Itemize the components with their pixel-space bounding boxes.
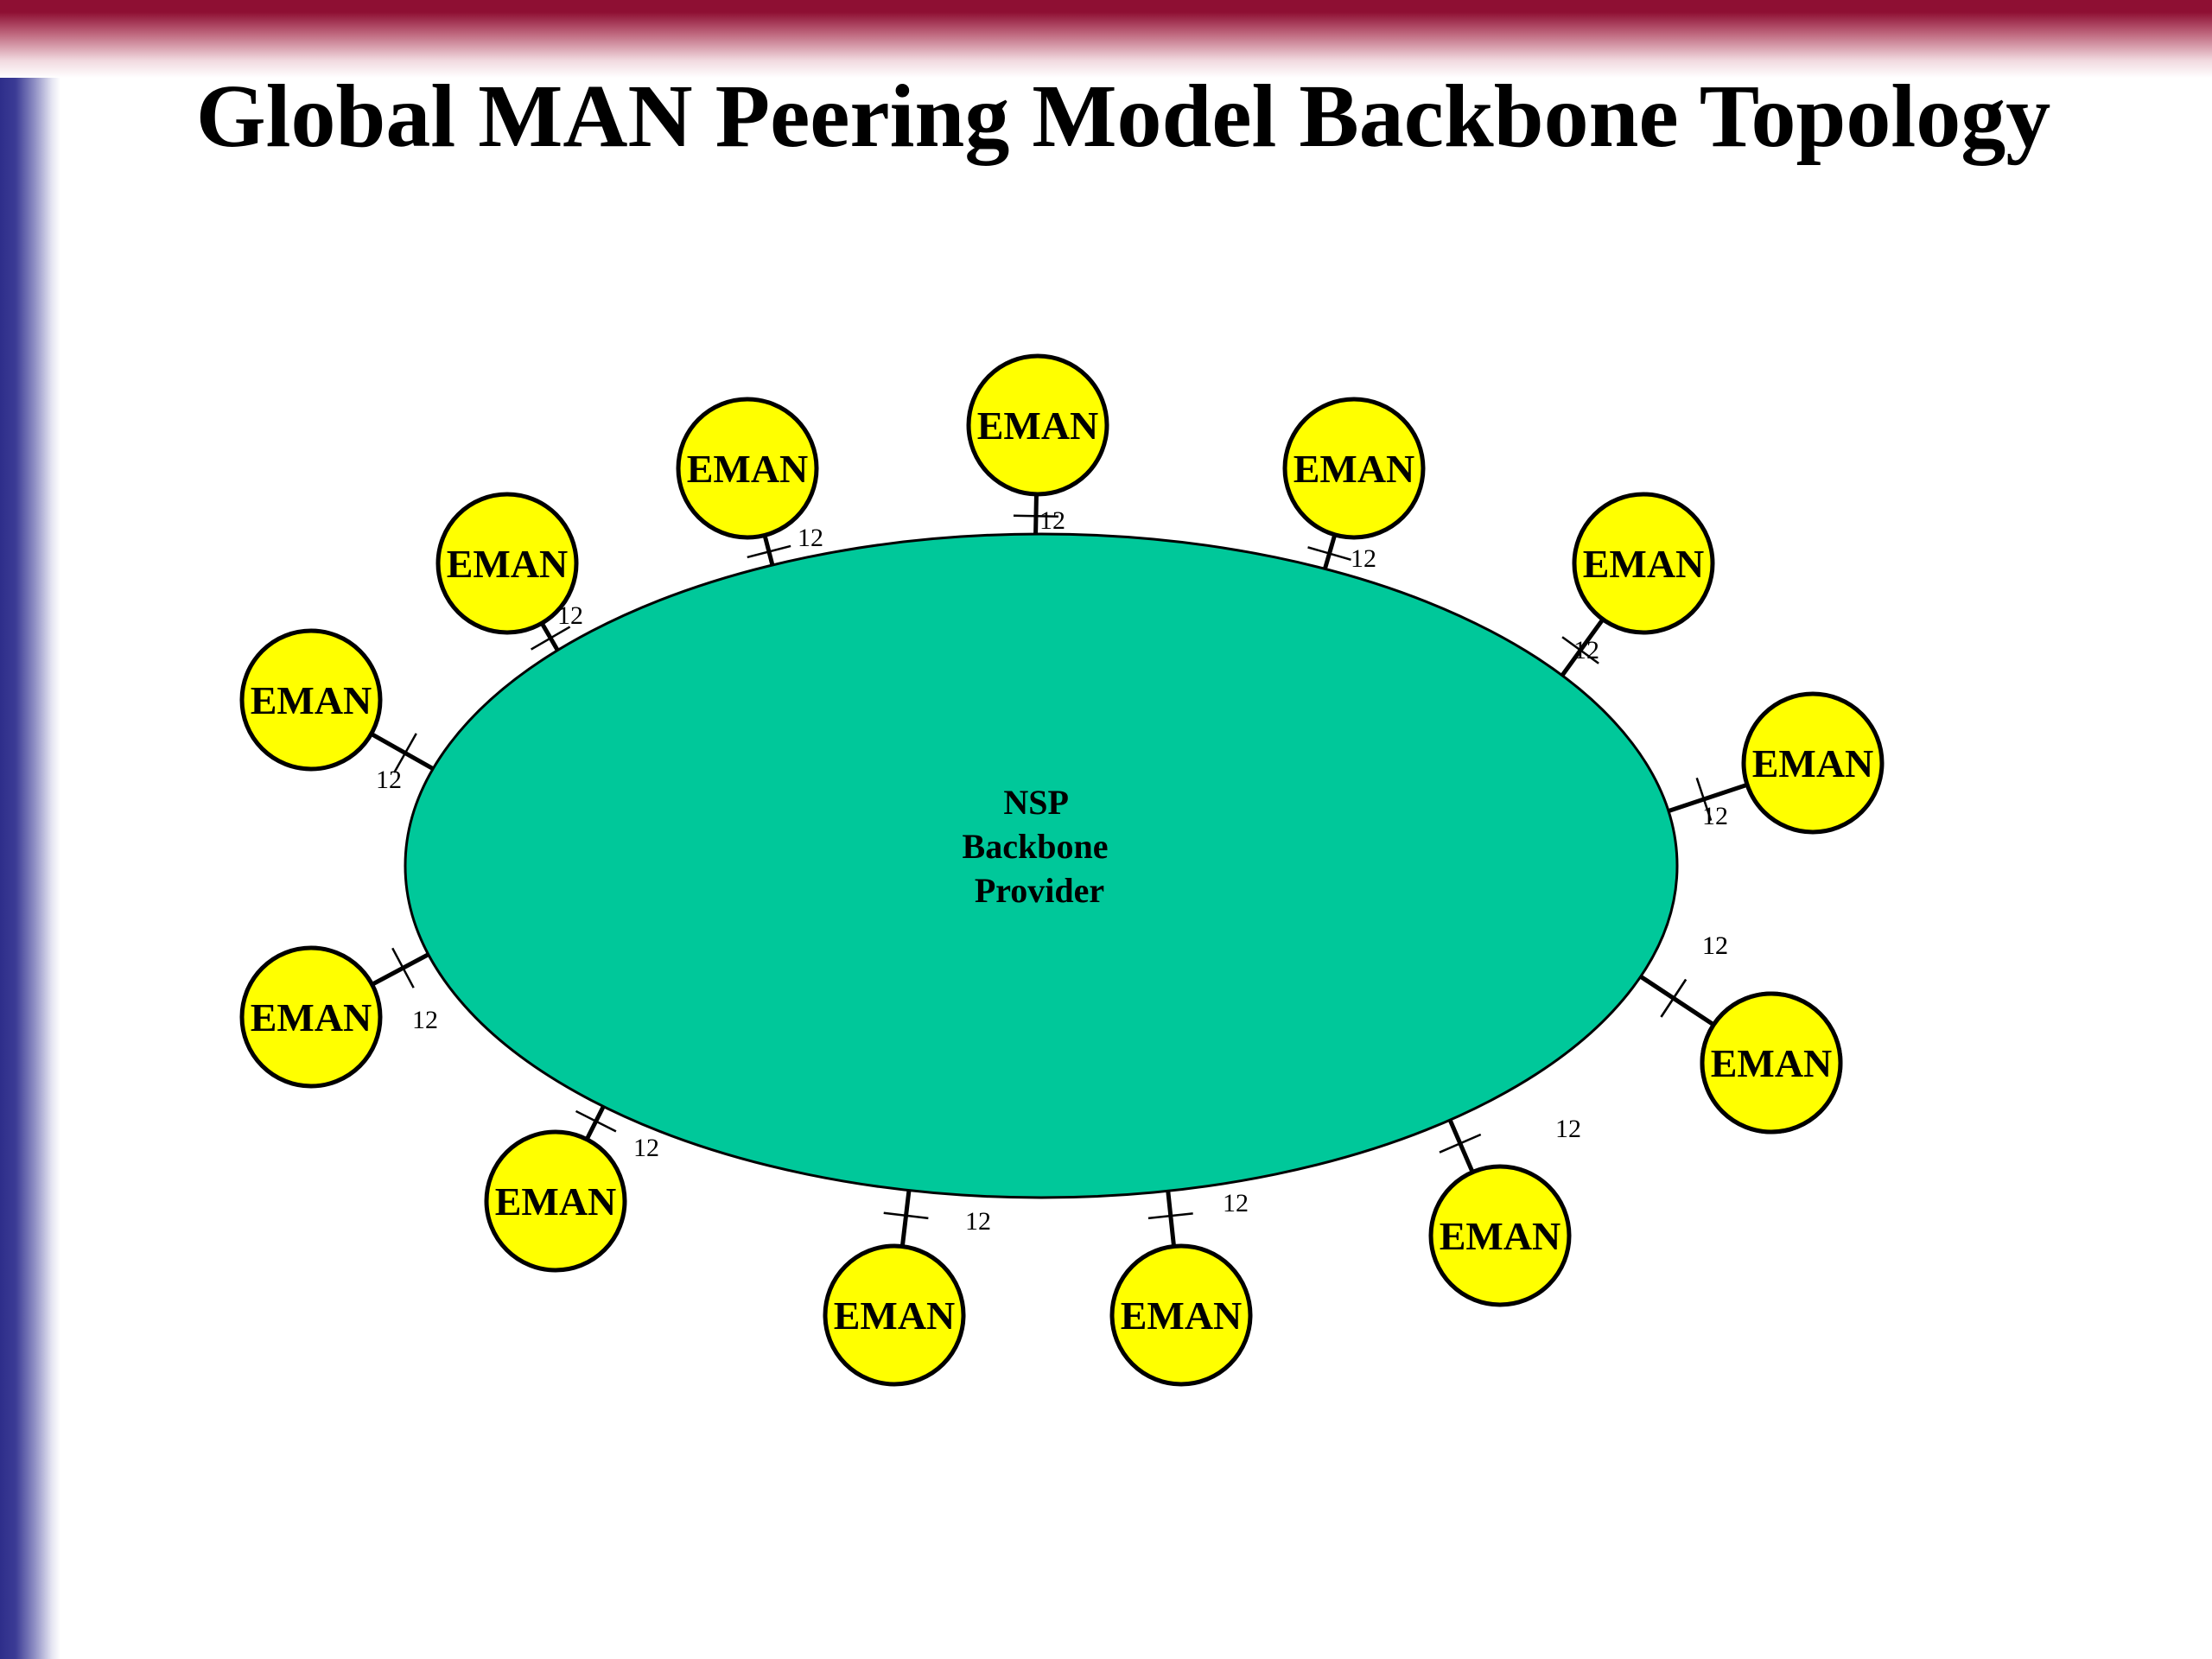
nodes-layer: EMAN EMAN EMAN EMAN EMAN EMAN EMAN EMAN EMAN EMAN… [239, 353, 1885, 1387]
backbone-label-line-3: Provider [975, 871, 1104, 910]
link-tick [1307, 546, 1351, 561]
link-tick [391, 947, 415, 988]
link-line [1166, 1191, 1177, 1247]
page-title: Global MAN Peering Model Backbone Topolo… [195, 67, 2051, 166]
eman-node-label: EMAN [1752, 741, 1874, 785]
link-line [1560, 618, 1605, 677]
eman-node [1282, 397, 1426, 540]
eman-node [239, 945, 383, 1089]
link-capacity-label: 12 [412, 1006, 438, 1034]
eman-node [676, 397, 819, 540]
link-tick [1660, 978, 1688, 1018]
eman-node-label: EMAN [977, 404, 1099, 448]
eman-node-label: EMAN [251, 995, 372, 1039]
eman-node-label: EMAN [1583, 542, 1705, 586]
eman-node [1109, 1243, 1253, 1387]
link-capacity-label: 12 [1351, 544, 1376, 573]
link-capacity-label: 12 [798, 524, 823, 552]
link-tick [1695, 777, 1713, 822]
eman-node [823, 1243, 966, 1387]
link-tick [531, 626, 571, 651]
link-tick [1561, 636, 1599, 664]
link-line [1639, 975, 1715, 1027]
link-line [584, 1105, 606, 1141]
link-capacity-label: 12 [1039, 506, 1065, 535]
eman-node [1741, 691, 1885, 835]
link-capacity-label: 12 [1555, 1115, 1581, 1143]
link-tick [1147, 1212, 1193, 1220]
link-capacity-label: 12 [557, 601, 583, 630]
eman-node-label: EMAN [1294, 447, 1415, 491]
header-band [0, 0, 2212, 78]
eman-node [1572, 492, 1715, 635]
link-capacity-label: 12 [633, 1134, 659, 1162]
eman-node [239, 628, 383, 772]
link-tick [747, 544, 791, 559]
link-line [370, 732, 435, 771]
link-line [1033, 493, 1039, 535]
link-capacity-label: 12 [965, 1207, 991, 1236]
eman-node [435, 492, 579, 635]
link-tick [1439, 1133, 1482, 1154]
eman-node-label: EMAN [447, 542, 569, 586]
eman-node-label: EMAN [687, 447, 809, 491]
eman-node-label: EMAN [834, 1294, 956, 1338]
eman-node-label: EMAN [1440, 1214, 1561, 1258]
link-tick [575, 1109, 617, 1133]
eman-node-label: EMAN [1711, 1041, 1833, 1085]
link-line [899, 1190, 912, 1247]
left-accent-band [0, 78, 60, 1659]
eman-node-label: EMAN [1121, 1294, 1243, 1338]
backbone-ellipse [404, 532, 1679, 1199]
link-tick [1013, 514, 1058, 518]
link-line [1668, 782, 1748, 813]
link-line [371, 952, 429, 987]
link-capacity-label: 12 [376, 766, 402, 794]
eman-node-label: EMAN [251, 678, 372, 722]
link-capacity-label: 12 [1223, 1189, 1249, 1217]
link-capacity-label: 12 [1702, 931, 1728, 960]
eman-node-label: EMAN [495, 1179, 617, 1224]
backbone-label-line-1: NSP [1003, 783, 1068, 822]
eman-node [1700, 991, 1843, 1135]
link-capacity-label: 12 [1702, 802, 1728, 830]
link-line [1322, 534, 1338, 570]
backbone-label: NSP Backbone Provider [963, 783, 1117, 910]
link-tick [393, 733, 417, 773]
link-line [762, 534, 775, 566]
link-line [539, 621, 560, 652]
link-capacity-label: 12 [1702, 931, 1728, 960]
link-line [1447, 1119, 1475, 1173]
link-capacity-label: 12 [1573, 636, 1599, 664]
backbone-label-line-2: Backbone [963, 827, 1109, 866]
link-tick [883, 1211, 929, 1220]
eman-node [484, 1129, 627, 1273]
eman-node [966, 353, 1109, 497]
eman-node [1428, 1164, 1572, 1307]
links-layer [370, 493, 1748, 1247]
